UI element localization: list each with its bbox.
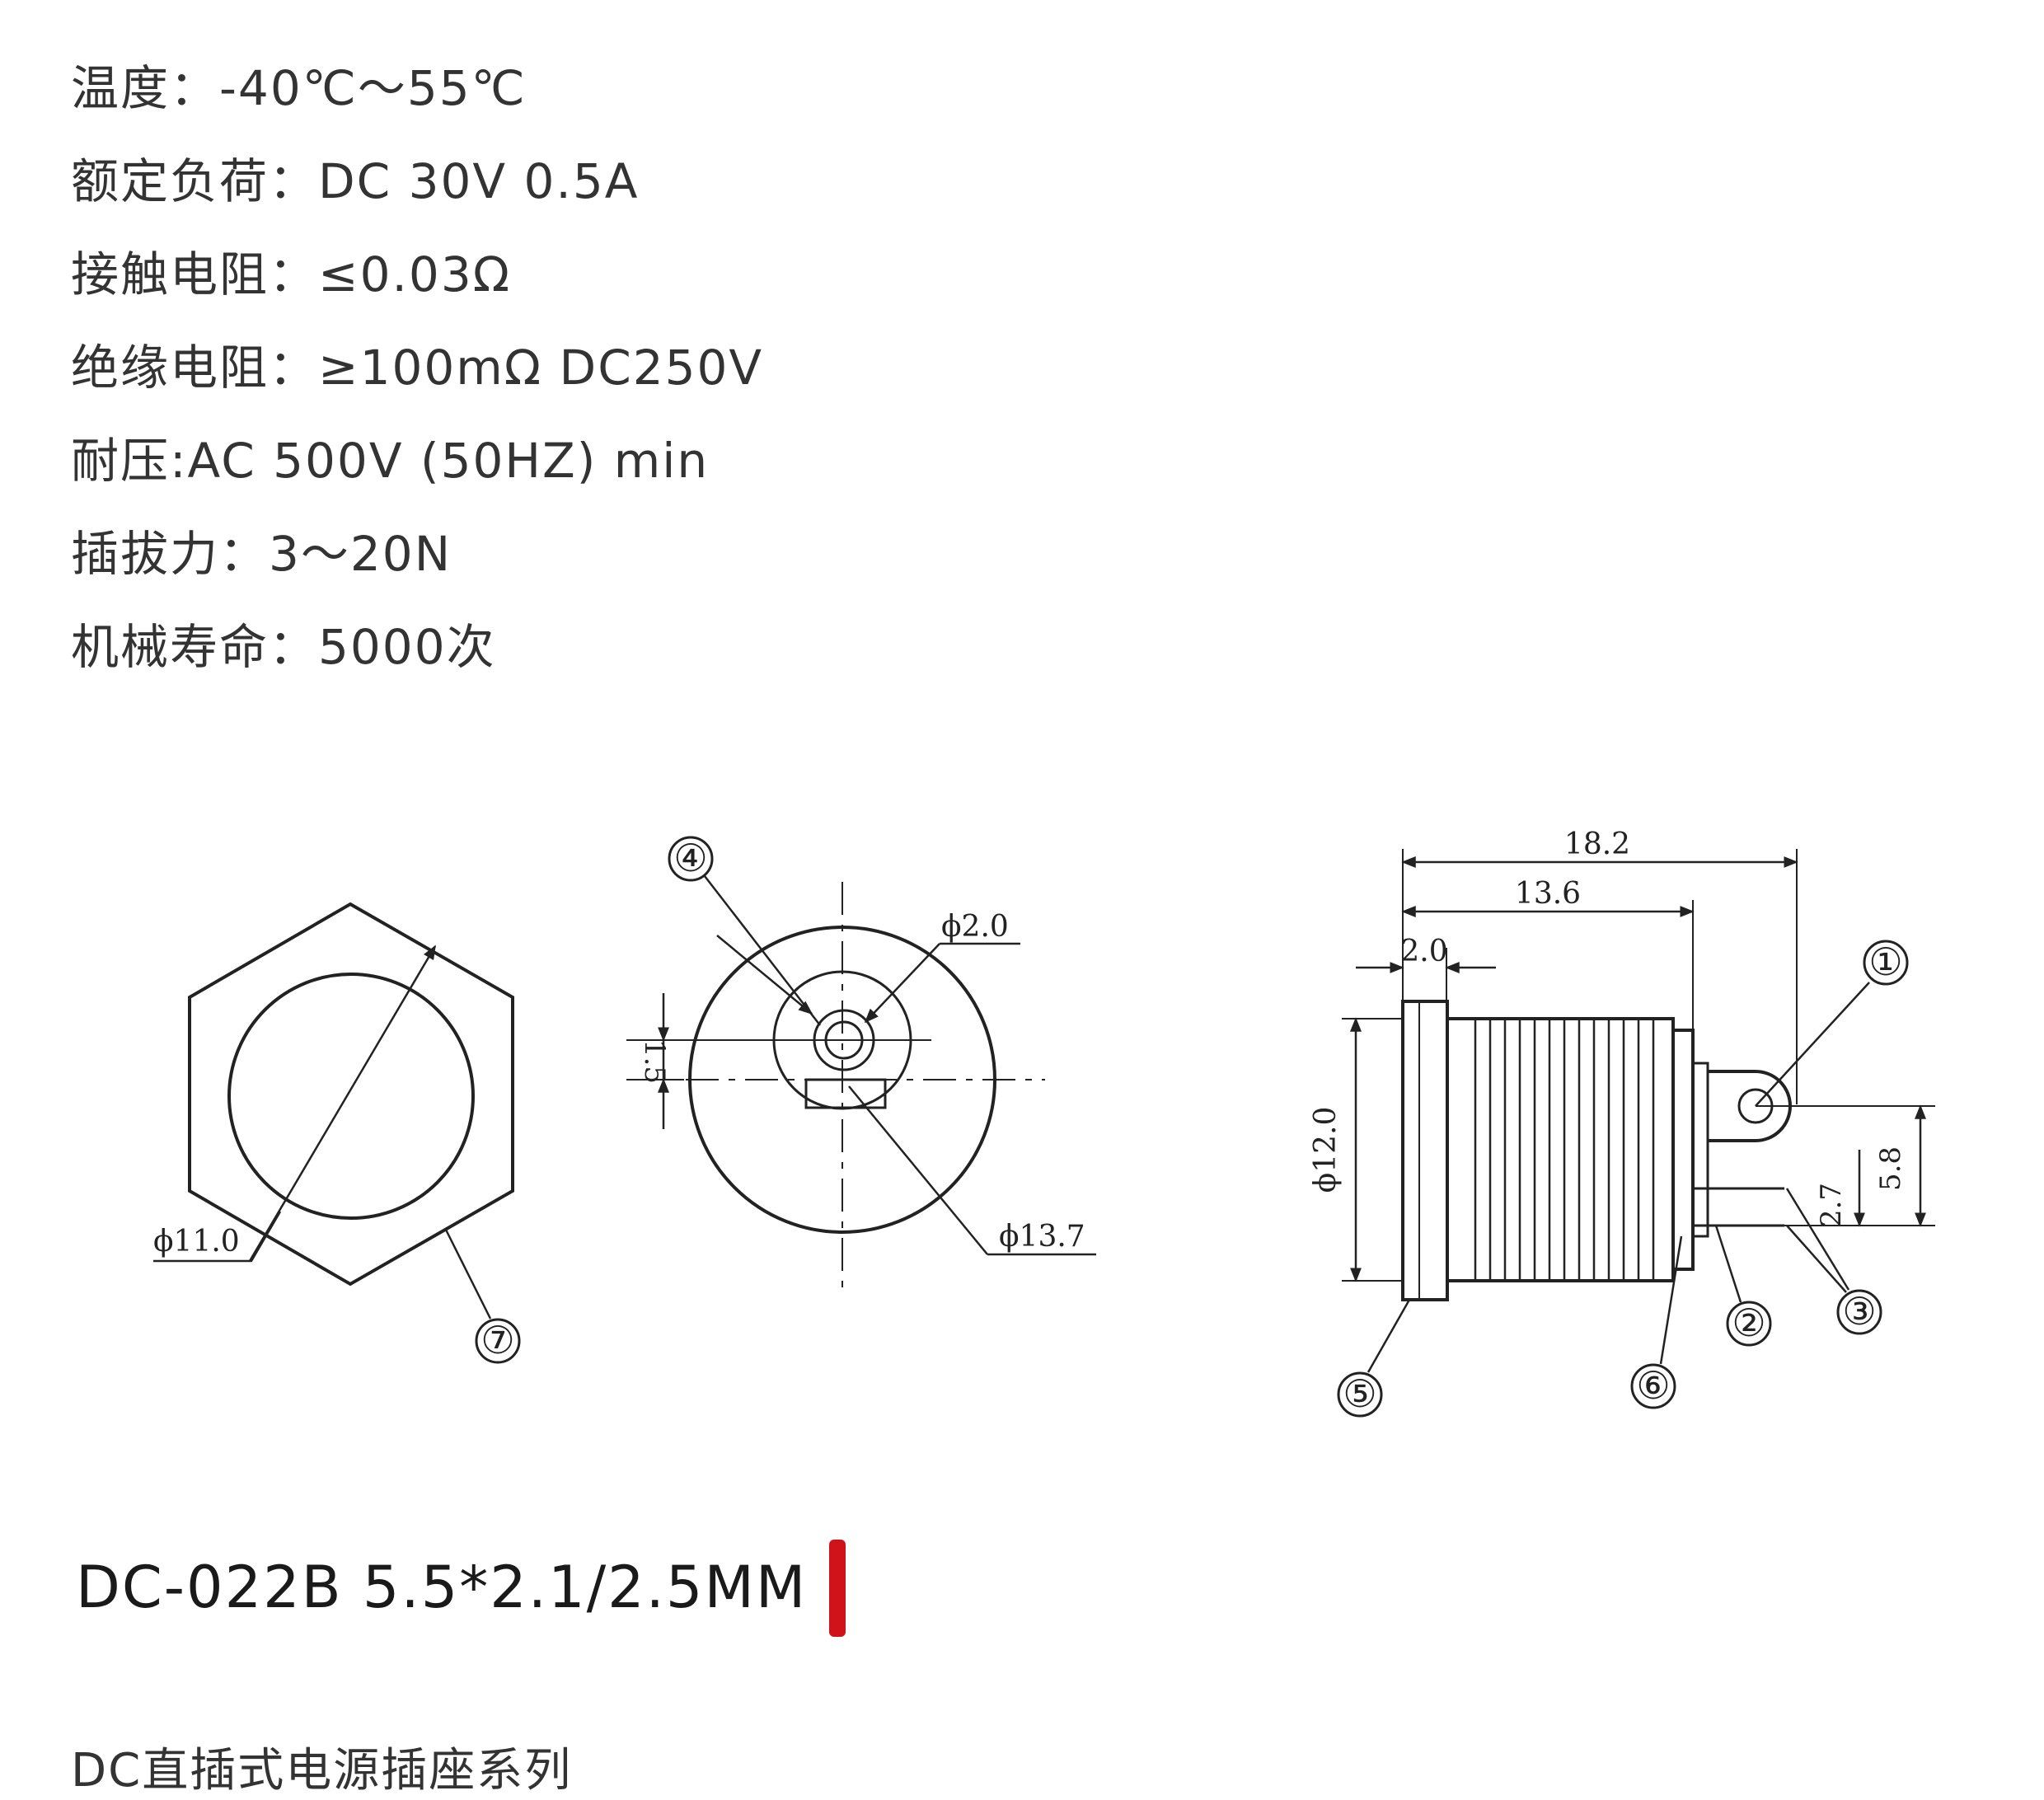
model-title: DC-022B 5.5*2.1/2.5MM	[76, 1554, 808, 1621]
callout-2: ②	[1732, 1301, 1765, 1345]
front-view	[626, 836, 1096, 1294]
flange-body	[1401, 1000, 1449, 1301]
dim-nut-diameter: ϕ11.0	[153, 1225, 240, 1259]
thread-lines	[1474, 1019, 1655, 1281]
dim-pin-spacing: 2.7	[1815, 1183, 1848, 1227]
hex-nut-view	[153, 902, 521, 1364]
dim-total-length: 18.2	[1564, 827, 1630, 861]
callout-circle-2	[1726, 1301, 1772, 1347]
leader-diameter-13-7	[848, 1085, 988, 1255]
technical-drawing: ϕ11.0 ⑦ ④ ϕ2.0 ϕ13.7 1.5	[153, 827, 1935, 1418]
leader-5	[1367, 1299, 1411, 1373]
spec-mechanical-life: 机械寿命：5000次	[71, 619, 496, 675]
callout-circle-3	[1836, 1289, 1882, 1335]
leader-diameter-2	[864, 943, 940, 1024]
rear-cap	[1691, 1062, 1709, 1238]
dim-flange-thickness: 2.0	[1400, 935, 1447, 968]
hex-nut-outline	[188, 902, 514, 1287]
leader-3b	[1786, 1225, 1847, 1293]
spec-insertion-force: 插拔力：3～20N	[71, 526, 452, 582]
spec-insulation-resistance: 绝缘电阻：≥100mΩ DC250V	[71, 340, 764, 396]
leader-3a	[1785, 1188, 1850, 1291]
dim-pin-diameter: ϕ2.0	[941, 910, 1009, 944]
side-view	[1337, 849, 1935, 1418]
dim-thread-diameter: ϕ12.0	[1309, 1107, 1343, 1193]
contact-tab	[804, 1078, 887, 1109]
outer-flange-circle	[688, 926, 996, 1234]
leader-6	[1659, 1235, 1683, 1365]
rear-collar	[1671, 1029, 1695, 1271]
nut-leader	[153, 1211, 282, 1263]
callout-circle-1	[1863, 940, 1909, 986]
callout-1: ①	[1868, 940, 1902, 984]
dim-pin-offset: 1.5	[638, 1039, 671, 1084]
spec-temperature: 温度：-40℃～55℃	[71, 60, 527, 116]
dim-lug-height: 5.8	[1874, 1146, 1907, 1191]
series-title: DC直插式电源插座系列	[71, 1744, 573, 1798]
callout-circle-4	[668, 836, 714, 882]
callout-4: ④	[673, 836, 707, 880]
dim-body-length: 13.6	[1515, 877, 1581, 911]
accent-bar	[829, 1540, 846, 1637]
callout-circle-5	[1337, 1371, 1383, 1418]
leader-diameter-13-7-top	[716, 935, 813, 1015]
leader-1	[1755, 982, 1870, 1107]
nut-bore-circle	[227, 973, 475, 1220]
callout-6: ⑥	[1636, 1363, 1670, 1408]
callout-circle-7	[475, 1318, 521, 1364]
nut-callout-leader	[443, 1227, 492, 1320]
nut-diameter-line	[248, 945, 437, 1262]
leader-2	[1714, 1225, 1742, 1303]
callout-circle-6	[1630, 1363, 1676, 1409]
spec-rated-load: 额定负荷：DC 30V 0.5A	[71, 153, 640, 209]
dim-flange-diameter: ϕ13.7	[999, 1220, 1085, 1254]
callout-5: ⑤	[1343, 1371, 1376, 1416]
spec-contact-resistance: 接触电阻：≤0.03Ω	[71, 246, 512, 302]
spec-list: 温度：-40℃～55℃ 额定负荷：DC 30V 0.5A 接触电阻：≤0.03Ω…	[71, 64, 763, 716]
callout-7: ⑦	[481, 1318, 514, 1362]
spec-withstand-voltage: 耐压:AC 500V (50HZ) min	[71, 433, 710, 489]
callout-3: ③	[1842, 1289, 1876, 1334]
leader-4	[704, 875, 821, 1026]
